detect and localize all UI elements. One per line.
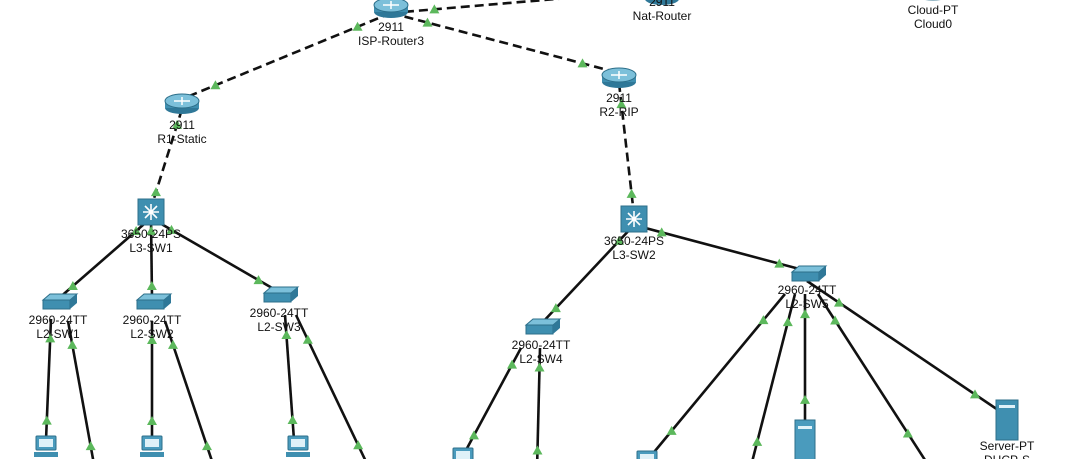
device-model-label: 2960-24TT <box>512 338 571 352</box>
device-model-label: 2911 <box>378 20 404 34</box>
link-l3sw2-sw5-status-b <box>774 258 785 268</box>
link-l3sw1-sw3-status-b <box>253 275 264 285</box>
device-name-label: L3-SW1 <box>129 241 173 255</box>
cable-end-device-7-status-a <box>507 359 518 369</box>
device-name-label: DHCP-S <box>984 453 1030 459</box>
device-name-label: L2-SW1 <box>36 327 80 341</box>
device-model-label: Cloud-PT <box>908 3 959 17</box>
cable-end-device-8-status-a <box>534 362 545 372</box>
cable-end-device-1-status-b <box>41 415 52 425</box>
cable-end-device-11-status-b <box>800 394 810 404</box>
device-model-label: 2911 <box>606 91 632 105</box>
cable-end-device-10-status-a <box>782 317 793 327</box>
device-name-label: L2-SW4 <box>519 352 563 366</box>
link-r1-l3sw1-status-b <box>150 187 161 197</box>
cable-end-device-12-status-a <box>830 315 841 325</box>
link-l3sw2-sw4-status-a <box>614 235 625 245</box>
cable-end-device-10-status-b <box>752 436 763 446</box>
device-model-label: 2911 <box>649 0 675 9</box>
cable-end-device-9-status-b <box>666 425 677 435</box>
link-l3sw1-sw2-status-b <box>146 281 157 291</box>
device-srv[interactable]: Server-PTDHCP-S <box>980 399 1035 459</box>
link-l3sw1-sw2-status-a <box>146 225 157 235</box>
device-model-label: Server-PT <box>980 439 1035 453</box>
cable-end-device-7-status-b <box>468 430 479 440</box>
link-isp-r1-status-a <box>352 21 363 31</box>
cable-end-device-1-status-a <box>45 333 56 343</box>
cable-end-device-3-status-a <box>147 335 157 345</box>
device-name-label: R1-Static <box>157 132 206 146</box>
link-l3sw1-sw3-status-a <box>166 224 177 234</box>
link-l3sw2-sw4-status-b <box>550 303 561 313</box>
cable-end-device-4-status-a <box>168 339 178 349</box>
device-name-label: L3-SW2 <box>612 248 656 262</box>
pc-icon[interactable] <box>286 435 310 457</box>
device-model-label: 2911 <box>169 118 195 132</box>
cable-end-device-6-status-b <box>353 440 364 450</box>
device-name-label: L2-SW5 <box>785 297 829 311</box>
cable-end-device-2-status-b <box>85 441 96 451</box>
link-isp-nat-status-a <box>429 4 440 14</box>
link-isp-r2-status-b <box>577 58 588 68</box>
device-name-label: ISP-Router3 <box>358 34 424 48</box>
pc-icon[interactable] <box>451 447 475 459</box>
link-l3sw1-sw1-status-a <box>131 225 142 235</box>
cable-end-device-4-status-b <box>202 441 212 451</box>
device-name-label: L2-SW2 <box>130 327 174 341</box>
cable-end-device-5-status-b <box>287 415 298 424</box>
device-model-label: 3650-24PS <box>121 227 181 241</box>
link-r2-l3sw2-status-a <box>616 99 627 109</box>
pc-icon[interactable] <box>140 435 164 457</box>
link-l3sw2-sw5-status-a <box>656 227 667 237</box>
link-sw5-srv-status-a <box>834 297 844 307</box>
cable-end-device-9-status-a <box>758 315 769 325</box>
link-sw5-srv-status-b <box>970 389 980 399</box>
pc-icon[interactable] <box>34 435 58 457</box>
device-name-label: Cloud0 <box>914 17 952 31</box>
cable-end-device-5-status-a <box>281 330 292 339</box>
device-name-label: R2-RIP <box>599 105 638 119</box>
device-model-label: 2960-24TT <box>29 313 88 327</box>
cable-end-device-6-status-a <box>302 334 313 344</box>
device-name-label: Nat-Router <box>633 9 692 23</box>
device-model-label: 3650-24PS <box>604 234 664 248</box>
link-isp-r1-status-b <box>210 80 221 90</box>
link-status-layer <box>41 4 980 455</box>
cable-end-device-3-status-b <box>147 415 157 425</box>
link-l3sw1-sw1-status-b <box>67 281 78 291</box>
device-model-label: 2960-24TT <box>778 283 837 297</box>
cable-end-device-11-status-a <box>800 309 810 319</box>
pc-icon[interactable] <box>635 450 659 459</box>
device-model-label: 2960-24TT <box>250 306 309 320</box>
cable-end-device-8-status-b <box>532 445 543 455</box>
server-icon[interactable] <box>794 419 816 459</box>
link-r1-l3sw1-status-a <box>172 119 183 129</box>
cable-end-device-12-status-b <box>902 428 913 438</box>
device-model-label: 2960-24TT <box>123 313 182 327</box>
links-layer <box>44 0 1008 459</box>
device-name-label: L2-SW3 <box>257 320 301 334</box>
cable-end-device-2-status-a <box>67 339 78 349</box>
link-isp-r2-status-a <box>422 17 433 27</box>
link-r2-l3sw2-status-b <box>626 188 637 198</box>
